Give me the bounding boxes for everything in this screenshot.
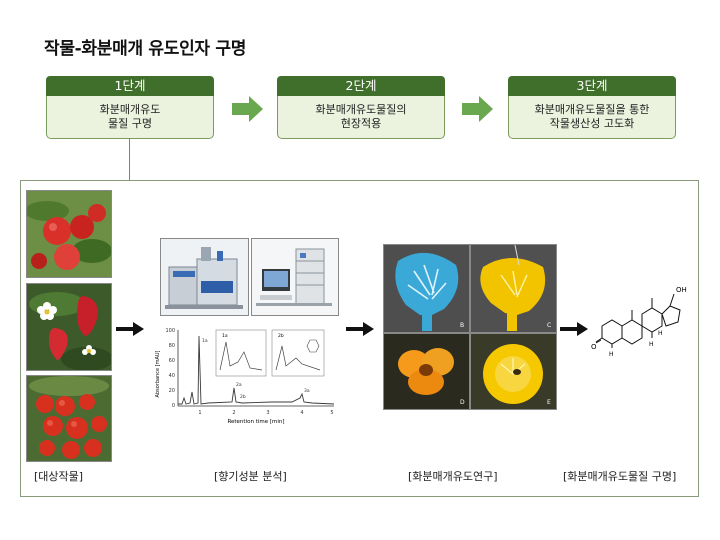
photo-label-b: B bbox=[460, 322, 464, 329]
tomato-image bbox=[27, 376, 111, 461]
chromatogram-xlabel: Retention time [min] bbox=[227, 419, 284, 425]
hydroxyl-label: OH bbox=[676, 286, 687, 294]
flow-arrow-1-icon bbox=[116, 322, 144, 336]
stage-arrow-2-icon bbox=[462, 96, 493, 122]
stage-1-line-1: 화분매개유도 bbox=[99, 103, 161, 116]
yellow-flower-photo: E bbox=[470, 333, 557, 410]
stage-2-body: 화분매개유도물질의 현장적용 bbox=[277, 96, 445, 139]
oxo-label: O bbox=[591, 343, 597, 351]
x-tick-3: 3 bbox=[266, 410, 269, 416]
strawberry-photo bbox=[26, 283, 112, 371]
stage-2-line-2: 현장적용 bbox=[340, 117, 382, 130]
flow-arrow-2-icon bbox=[346, 322, 374, 336]
yellow-flower-image: E bbox=[471, 334, 556, 409]
blue-trap-photo: B bbox=[383, 244, 470, 333]
photo-label-d: D bbox=[460, 399, 465, 406]
peak-label-2a: 2a bbox=[236, 382, 242, 388]
h-label-1: H bbox=[609, 351, 614, 358]
inset-label-1a: 1a bbox=[222, 333, 228, 339]
y-tick-0: 0 bbox=[172, 403, 175, 409]
chromatogram-ylabel: Absorbance [mAU] bbox=[155, 350, 161, 397]
strawberry-image bbox=[27, 284, 111, 370]
h-label-2: H bbox=[649, 341, 654, 348]
photo-label-c: C bbox=[547, 322, 551, 329]
stage-1-line-2: 물질 구명 bbox=[108, 117, 152, 130]
stage-1-label: 1단계 bbox=[46, 76, 214, 96]
tomato-photo bbox=[26, 375, 112, 462]
x-tick-5: 5 bbox=[330, 410, 333, 416]
peak-label-3a: 3a bbox=[304, 388, 310, 394]
hplc-instrument-image bbox=[252, 239, 338, 315]
caption-analysis: [향기성분 분석] bbox=[214, 470, 287, 483]
y-tick-20: 20 bbox=[169, 388, 175, 394]
process-panel bbox=[20, 180, 699, 497]
peak-label-2b: 2b bbox=[240, 394, 246, 400]
apple-photo bbox=[26, 190, 112, 278]
stage-connector-line bbox=[129, 138, 130, 180]
peak-label-1a: 1a bbox=[202, 338, 208, 344]
caption-research: [화분매개유도연구] bbox=[408, 470, 498, 483]
x-tick-2: 2 bbox=[232, 410, 235, 416]
stage-1: 1단계 화분매개유도 물질 구명 bbox=[46, 76, 214, 139]
diagram-title: 작물-화분매개 유도인자 구명 bbox=[44, 39, 247, 59]
orange-flower-photo: D bbox=[383, 333, 470, 410]
caption-crops: [대상작물] bbox=[34, 470, 84, 483]
stage-2: 2단계 화분매개유도물질의 현장적용 bbox=[277, 76, 445, 139]
chromatogram-chart: Absorbance [mAU] 100 80 60 40 20 0 1 2 3… bbox=[155, 328, 335, 425]
photo-label-e: E bbox=[547, 399, 551, 406]
chromatogram-trace bbox=[178, 335, 335, 405]
y-tick-60: 60 bbox=[169, 358, 175, 364]
stage-3-body: 화분매개유도물질을 통한 작물생산성 고도화 bbox=[508, 96, 676, 139]
y-tick-80: 80 bbox=[169, 343, 175, 349]
stage-3-line-1: 화분매개유도물질을 통한 bbox=[534, 103, 650, 116]
y-tick-40: 40 bbox=[169, 373, 175, 379]
yellow-trap-image: C bbox=[471, 245, 556, 332]
y-tick-100: 100 bbox=[165, 328, 175, 334]
h-label-3: H bbox=[658, 330, 663, 337]
stage-2-line-1: 화분매개유도물질의 bbox=[315, 103, 407, 116]
inset-label-2b: 2b bbox=[278, 333, 284, 339]
stage-3-label: 3단계 bbox=[508, 76, 676, 96]
x-tick-1: 1 bbox=[198, 410, 201, 416]
inset-spectrum-1 bbox=[215, 329, 267, 377]
stage-1-body: 화분매개유도 물질 구명 bbox=[46, 96, 214, 139]
apple-image bbox=[27, 191, 111, 277]
hplc-instrument-photo bbox=[251, 238, 339, 316]
orange-flower-image: D bbox=[384, 334, 469, 409]
stage-arrow-1-icon bbox=[232, 96, 263, 122]
yellow-trap-photo: C bbox=[470, 244, 557, 333]
flow-arrow-3-icon bbox=[560, 322, 588, 336]
gc-instrument-image bbox=[161, 239, 248, 315]
gc-instrument-photo bbox=[160, 238, 249, 316]
blue-trap-image: B bbox=[384, 245, 469, 332]
stage-3: 3단계 화분매개유도물질을 통한 작물생산성 고도화 bbox=[508, 76, 676, 139]
caption-compound: [화분매개유도물질 구명] bbox=[563, 470, 677, 483]
steroid-structure-diagram: OH O H H H bbox=[591, 286, 687, 358]
stage-3-line-2: 작물생산성 고도화 bbox=[549, 117, 635, 130]
x-tick-4: 4 bbox=[300, 410, 303, 416]
stage-2-label: 2단계 bbox=[277, 76, 445, 96]
